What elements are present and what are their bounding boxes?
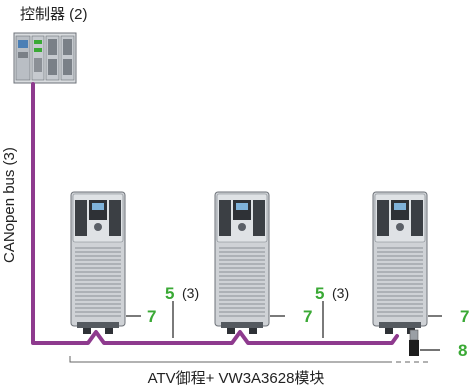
cable-callout: 5: [315, 284, 324, 303]
footer-bracket: [69, 356, 430, 363]
footer-label: ATV御程+ VW3A3628模块: [148, 370, 325, 387]
bus-label: CANopen bus (3): [1, 147, 18, 263]
canopen-bus-line: [31, 82, 399, 345]
cable-note: (3): [182, 285, 199, 301]
cable-callout: 5: [165, 284, 174, 303]
drive-tap-callout: 7: [147, 307, 156, 326]
drives-group: [70, 191, 428, 334]
line-terminator: [409, 329, 419, 356]
controller-label: 控制器 (2): [20, 6, 88, 23]
drive-tap-callout: 7: [460, 307, 469, 326]
cable-note: (3): [332, 285, 349, 301]
drive-unit: [372, 191, 428, 334]
controller-device: [13, 32, 77, 84]
drive-unit: [214, 191, 270, 334]
drive-tap-callout: 7: [303, 307, 312, 326]
drive-unit: [70, 191, 126, 334]
terminator-callout: 8: [458, 341, 467, 360]
